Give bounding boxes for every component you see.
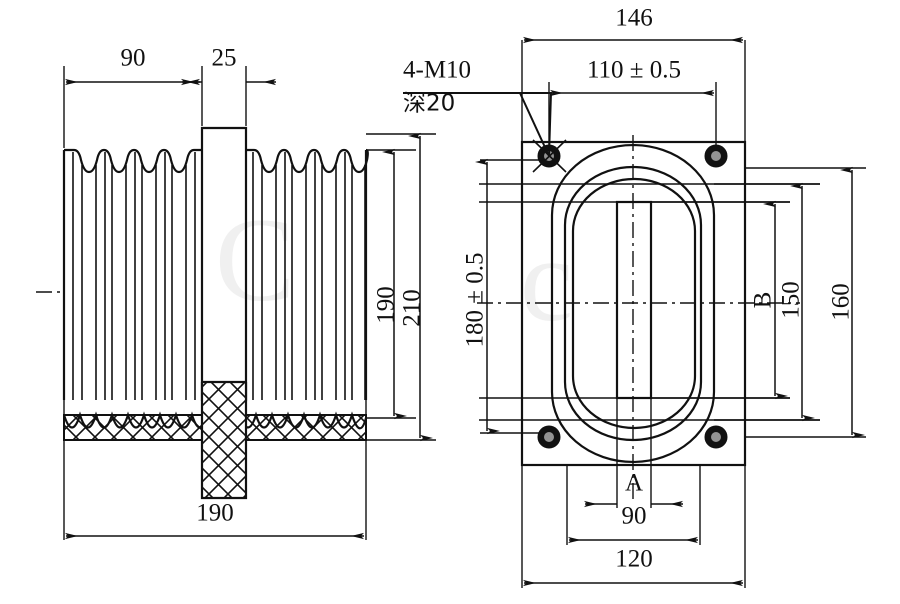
annotation-depth-20: 深20: [403, 91, 455, 117]
svg-text:C: C: [215, 193, 295, 326]
dim-210-right-label: 210: [399, 289, 426, 327]
right-view-left-dim: 180 ± 0.5: [462, 158, 545, 435]
dim-110-tol-label: 110 ± 0.5: [587, 57, 681, 84]
dim-90-top-label: 90: [121, 45, 146, 72]
bolt-hole-bottom-right: [704, 425, 728, 449]
oval-rings: [550, 143, 716, 464]
left-view-right-dims: 190 210: [366, 132, 436, 442]
right-view-bottom-dims: A 90 120: [521, 398, 746, 588]
oval-ring-outer: [550, 143, 716, 464]
dim-190-bottom-label: 190: [196, 500, 234, 527]
dim-25-top: 25: [181, 45, 276, 86]
dim-180-tol-label: 180 ± 0.5: [462, 253, 489, 348]
bellows-left: [62, 148, 202, 400]
dim-90-bottom-label: 90: [622, 503, 647, 530]
dim-25-top-label: 25: [212, 45, 237, 72]
dim-120-bottom-label: 120: [615, 546, 653, 573]
dim-146-label: 146: [615, 5, 653, 32]
right-view-top-dims: 146 110 ± 0.5: [523, 5, 743, 145]
annotation-4-m10: 4-M10: [403, 57, 471, 84]
dim-150-label: 150: [778, 281, 805, 319]
construction-lines: [479, 183, 820, 421]
dim-B-label: B: [750, 292, 777, 309]
dim-190-bottom: 190: [63, 400, 367, 540]
bellows-right: [246, 148, 369, 400]
bolt-hole-bottom-left: [537, 425, 561, 449]
dim-160-label: 160: [828, 283, 855, 321]
oval-ring-inner: [571, 177, 697, 430]
right-view-group: 4-M10 深20 146 110 ± 0.5 180 ± 0.5: [403, 5, 866, 588]
oval-ring-middle: [563, 165, 703, 442]
left-view-dim-extensions: [63, 66, 247, 148]
bottom-flange-hatched: [62, 380, 368, 500]
dim-190-right-label: 190: [373, 286, 400, 324]
left-view-group: 90 25 190 210 190: [36, 45, 436, 540]
dim-90-top: 90: [65, 45, 200, 86]
dim-A-label: A: [625, 470, 643, 497]
bolt-hole-top-right: [704, 144, 728, 168]
